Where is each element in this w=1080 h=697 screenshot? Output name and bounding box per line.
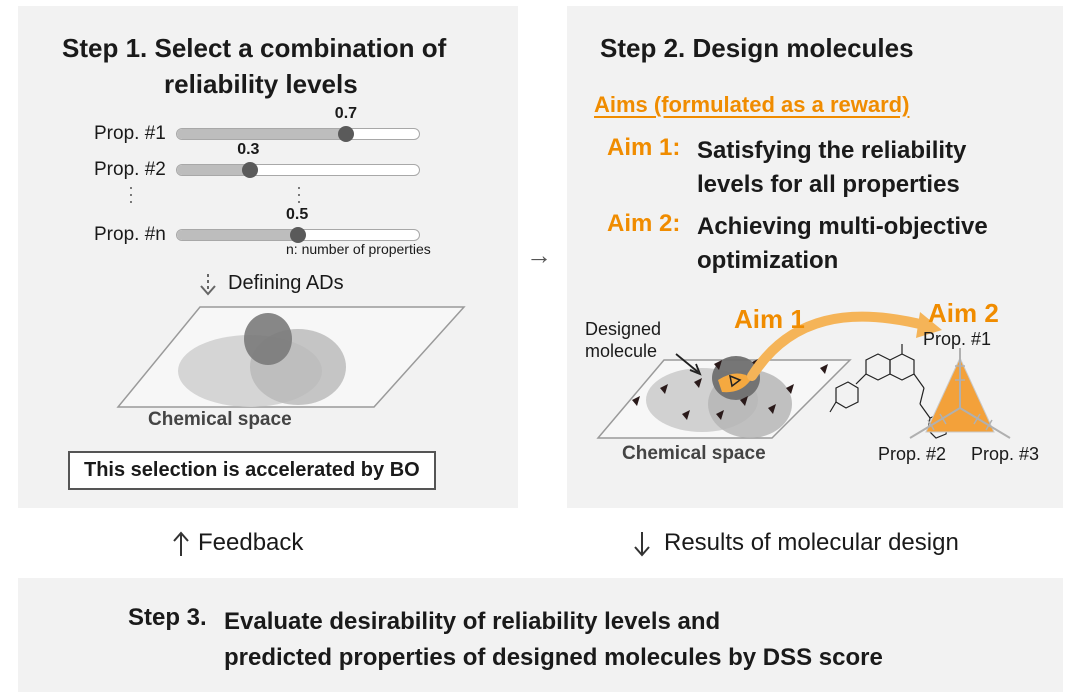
slider-fill-3	[177, 230, 298, 240]
dashed-down-arrow-icon	[200, 274, 216, 296]
step1-chemical-space-label: Chemical space	[148, 409, 292, 430]
aim2-text: Achieving multi-objective optimization	[697, 210, 988, 278]
down-arrow-icon	[634, 532, 650, 557]
step1-panel	[18, 6, 518, 508]
n-note: n: number of properties	[286, 241, 431, 257]
aim2-line2: optimization	[697, 247, 839, 274]
slider-track-3[interactable]	[176, 226, 420, 243]
aim1-line2: levels for all properties	[697, 171, 960, 198]
step3-line1: Evaluate desirability of reliability lev…	[224, 608, 721, 635]
slider-handle-2[interactable]	[241, 161, 258, 178]
radar-prop3-label: Prop. #3	[971, 444, 1040, 464]
slider-label-1: Prop. #1	[94, 123, 166, 144]
radar-chart-icon	[909, 348, 1011, 439]
aim2-line1: Achieving multi-objective	[697, 213, 988, 240]
slider-value-1: 0.7	[334, 105, 358, 122]
up-arrow-icon	[173, 531, 189, 556]
slider-label-3: Prop. #n	[94, 224, 166, 245]
slider-label-2: Prop. #2	[94, 159, 166, 180]
slider-fill-2	[177, 165, 250, 175]
step3-tag: Step 3.	[128, 604, 207, 631]
step1-title-line1: Step 1. Select a combination of	[62, 33, 447, 63]
designed-line1: Designed	[585, 319, 662, 339]
step3-text: Evaluate desirability of reliability lev…	[224, 604, 883, 676]
step2-title: Step 2. Design molecules	[600, 33, 914, 63]
aim1-tag: Aim 1:	[607, 134, 681, 161]
design-diagram	[596, 311, 1011, 439]
step1-title: Step 1. Select a combination of reliabil…	[62, 30, 446, 102]
aim1-line1: Satisfying the reliability	[697, 137, 967, 164]
vertical-ellipsis-left: ···	[128, 177, 134, 211]
slider-track-2[interactable]	[176, 161, 420, 178]
right-arrow: →	[526, 240, 552, 270]
defining-ads-label: Defining ADs	[228, 272, 344, 294]
bo-acceleration-box: This selection is accelerated by BO	[68, 451, 436, 490]
aim1-diagram-label: Aim 1	[734, 304, 805, 334]
slider-value-3: 0.5	[286, 206, 309, 223]
results-label: Results of molecular design	[664, 529, 959, 556]
radar-prop2-label: Prop. #2	[878, 444, 947, 464]
slider-handle-1[interactable]	[338, 125, 355, 142]
aim2-diagram-label: Aim 2	[928, 298, 999, 328]
step1-title-line2: reliability levels	[164, 69, 358, 99]
designed-line2: molecule	[585, 341, 658, 361]
slider-handle-3[interactable]	[290, 226, 306, 243]
aims-header: Aims (formulated as a reward)	[594, 92, 910, 117]
aim2-tag: Aim 2:	[607, 210, 681, 237]
slider-fill-1	[177, 129, 347, 139]
slider-value-2: 0.3	[237, 141, 260, 158]
chemical-space-diagram	[116, 306, 466, 408]
slider-track-1[interactable]	[176, 125, 420, 142]
step3-line2: predicted properties of designed molecul…	[224, 644, 883, 671]
aim1-text: Satisfying the reliability levels for al…	[697, 134, 966, 202]
feedback-label: Feedback	[198, 529, 304, 556]
step3-panel	[18, 578, 1063, 692]
vertical-ellipsis-middle: ···	[296, 177, 302, 211]
designed-molecule-label: Designed molecule	[585, 318, 661, 362]
step2-chemical-space-label: Chemical space	[622, 443, 766, 464]
radar-prop1-label: Prop. #1	[923, 329, 992, 349]
